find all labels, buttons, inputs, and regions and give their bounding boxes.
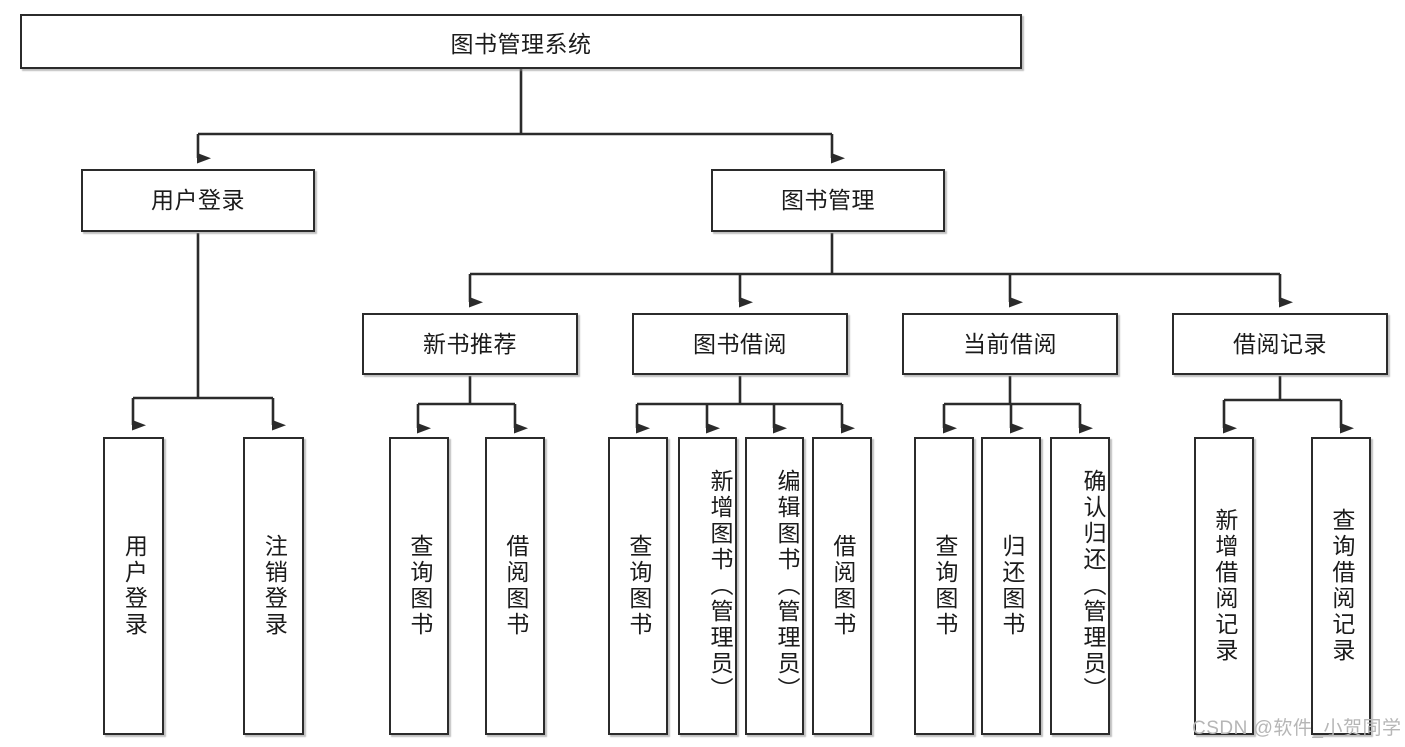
node-book-borrow[interactable]: 图书借阅: [632, 313, 848, 375]
node-user-login[interactable]: 用户登录: [81, 169, 315, 232]
leaf-return-book[interactable]: 归还图书: [981, 437, 1041, 735]
csdn-watermark: CSDN @软件_小贺同学: [1192, 718, 1402, 739]
leaf-edit-book-admin[interactable]: 编辑图书（管理员）: [745, 437, 804, 735]
leaf-confirm-return-admin[interactable]: 确认归还（管理员）: [1050, 437, 1110, 735]
leaf-query-book-new[interactable]: 查询图书: [389, 437, 449, 735]
leaf-user-login[interactable]: 用户登录: [103, 437, 164, 735]
leaf-borrow-book-borrow[interactable]: 借阅图书: [812, 437, 872, 735]
leaf-borrow-book-new[interactable]: 借阅图书: [485, 437, 545, 735]
leaf-add-borrow-record[interactable]: 新增借阅记录: [1194, 437, 1254, 735]
node-borrow-record[interactable]: 借阅记录: [1172, 313, 1388, 375]
leaf-add-book-admin[interactable]: 新增图书（管理员）: [678, 437, 737, 735]
node-book-manage[interactable]: 图书管理: [711, 169, 945, 232]
leaf-query-borrow-record[interactable]: 查询借阅记录: [1311, 437, 1371, 735]
leaf-query-book-borrow[interactable]: 查询图书: [608, 437, 668, 735]
leaf-logout[interactable]: 注销登录: [243, 437, 304, 735]
node-root[interactable]: 图书管理系统: [20, 14, 1022, 69]
node-new-book-recommend[interactable]: 新书推荐: [362, 313, 578, 375]
leaf-query-book-current[interactable]: 查询图书: [914, 437, 974, 735]
node-current-borrow[interactable]: 当前借阅: [902, 313, 1118, 375]
